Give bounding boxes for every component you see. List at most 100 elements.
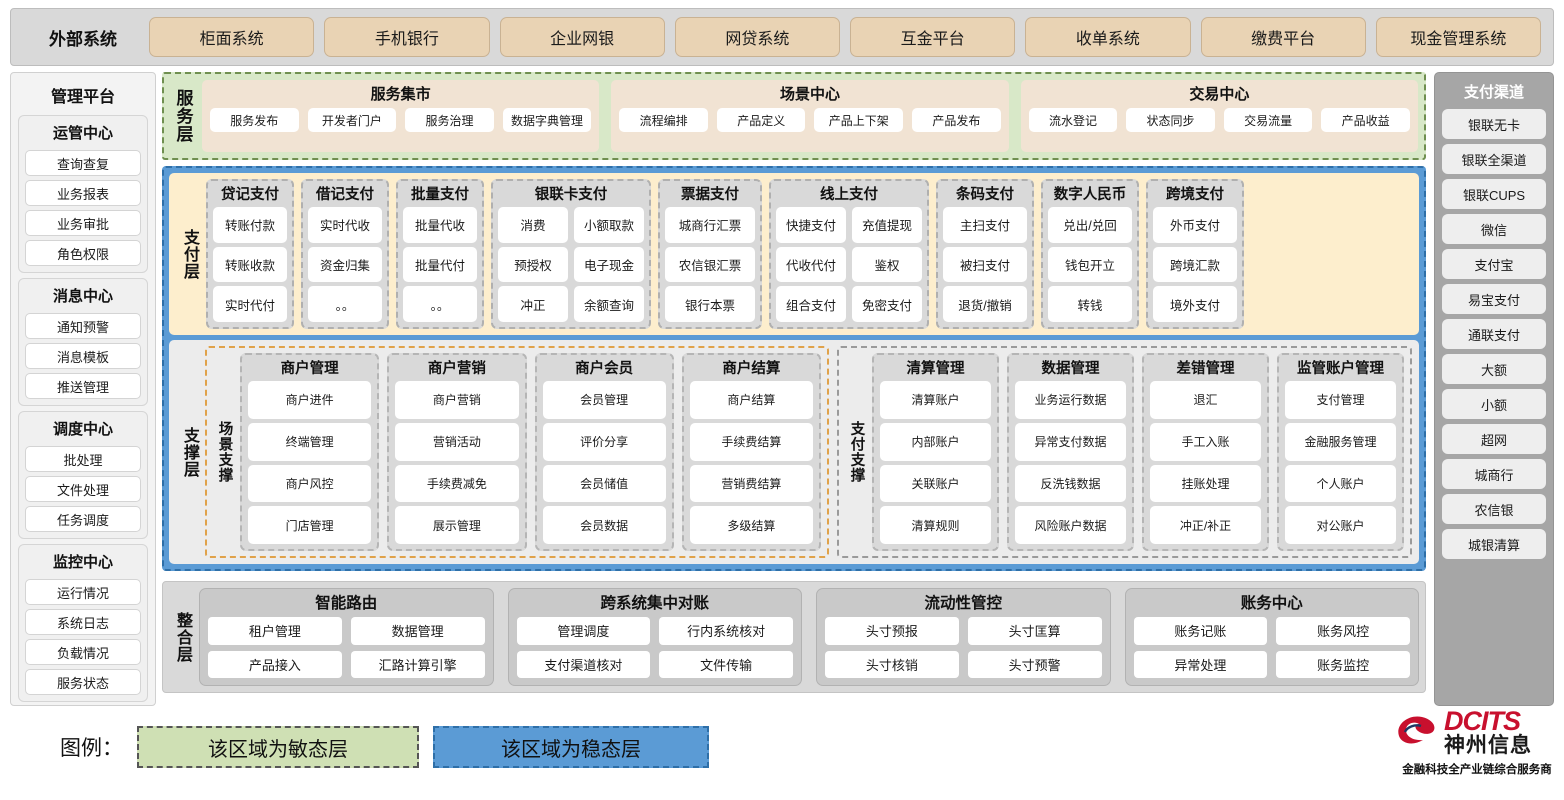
support-feature-chip[interactable]: 退汇 [1150,381,1261,419]
payment-feature-chip[interactable]: 批量代付 [403,246,477,283]
integration-feature-chip[interactable]: 文件传输 [659,650,793,678]
admin-menu-item[interactable]: 角色权限 [25,240,141,266]
support-feature-chip[interactable]: 业务运行数据 [1015,381,1126,419]
payment-feature-chip[interactable]: 转钱 [1048,286,1132,323]
payment-channel-item[interactable]: 银联全渠道 [1442,144,1546,174]
external-system-chip[interactable]: 网贷系统 [674,17,840,57]
external-system-chip[interactable]: 现金管理系统 [1375,17,1541,57]
payment-feature-chip[interactable]: 城商行汇票 [665,207,755,243]
integration-feature-chip[interactable]: 头寸预警 [967,650,1102,678]
service-feature-chip[interactable]: 产品收益 [1321,108,1410,132]
support-feature-chip[interactable]: 手续费结算 [689,422,813,461]
payment-feature-chip[interactable]: 转账付款 [213,207,287,243]
admin-menu-item[interactable]: 消息模板 [25,343,141,369]
integration-feature-chip[interactable]: 支付渠道核对 [516,650,651,678]
admin-menu-item[interactable]: 批处理 [25,446,141,472]
payment-feature-chip[interactable]: 冲正 [498,286,568,323]
admin-menu-item[interactable]: 业务审批 [25,210,141,236]
payment-feature-chip[interactable]: 。。 [403,286,477,323]
payment-feature-chip[interactable]: 实时代收 [308,207,382,243]
admin-menu-item[interactable]: 负载情况 [25,639,141,665]
support-feature-chip[interactable]: 多级结算 [689,506,813,544]
payment-feature-chip[interactable]: 小额取款 [574,207,644,243]
support-feature-chip[interactable]: 对公账户 [1285,506,1396,544]
support-feature-chip[interactable]: 评价分享 [542,422,666,461]
payment-channel-item[interactable]: 大额 [1442,354,1546,384]
payment-feature-chip[interactable]: 银行本票 [665,286,755,323]
support-feature-chip[interactable]: 商户结算 [689,381,813,419]
service-feature-chip[interactable]: 开发者门户 [307,108,397,132]
support-feature-chip[interactable]: 商户进件 [248,381,372,419]
support-feature-chip[interactable]: 异常支付数据 [1015,422,1126,461]
support-feature-chip[interactable]: 手工入账 [1150,422,1261,461]
payment-feature-chip[interactable]: 跨境汇款 [1153,246,1237,283]
service-feature-chip[interactable]: 流程编排 [619,108,708,132]
payment-feature-chip[interactable]: 。。 [308,286,382,323]
support-feature-chip[interactable]: 关联账户 [880,464,991,503]
payment-feature-chip[interactable]: 鉴权 [852,246,922,283]
service-feature-chip[interactable]: 状态同步 [1126,108,1215,132]
external-system-chip[interactable]: 柜面系统 [149,17,315,57]
external-system-chip[interactable]: 缴费平台 [1200,17,1366,57]
payment-feature-chip[interactable]: 预授权 [498,246,568,283]
payment-feature-chip[interactable]: 消费 [498,207,568,243]
support-feature-chip[interactable]: 金融服务管理 [1285,422,1396,461]
admin-menu-item[interactable]: 业务报表 [25,180,141,206]
support-feature-chip[interactable]: 个人账户 [1285,464,1396,503]
admin-menu-item[interactable]: 查询查复 [25,150,141,176]
support-feature-chip[interactable]: 营销费结算 [689,464,813,503]
external-system-chip[interactable]: 手机银行 [324,17,490,57]
admin-menu-item[interactable]: 文件处理 [25,476,141,502]
support-feature-chip[interactable]: 挂账处理 [1150,464,1261,503]
support-feature-chip[interactable]: 展示管理 [395,506,519,544]
payment-feature-chip[interactable]: 充值提现 [852,207,922,243]
service-feature-chip[interactable]: 产品上下架 [814,108,904,132]
support-feature-chip[interactable]: 风险账户数据 [1015,506,1126,544]
external-system-chip[interactable]: 互金平台 [850,17,1016,57]
payment-feature-chip[interactable]: 钱包开立 [1048,246,1132,283]
support-feature-chip[interactable]: 会员储值 [542,464,666,503]
support-feature-chip[interactable]: 清算规则 [880,506,991,544]
payment-channel-item[interactable]: 小额 [1442,389,1546,419]
integration-feature-chip[interactable]: 数据管理 [350,617,485,645]
support-feature-chip[interactable]: 营销活动 [395,422,519,461]
integration-feature-chip[interactable]: 账务监控 [1276,650,1410,678]
payment-feature-chip[interactable]: 余额查询 [574,286,644,323]
payment-feature-chip[interactable]: 主扫支付 [943,207,1027,243]
admin-menu-item[interactable]: 通知预警 [25,313,141,339]
integration-feature-chip[interactable]: 产品接入 [208,650,342,678]
service-feature-chip[interactable]: 服务治理 [405,108,494,132]
service-feature-chip[interactable]: 服务发布 [210,108,299,132]
payment-feature-chip[interactable]: 组合支付 [776,286,846,323]
payment-channel-item[interactable]: 城银清算 [1442,529,1546,559]
integration-feature-chip[interactable]: 头寸核销 [825,650,959,678]
payment-feature-chip[interactable]: 被扫支付 [943,246,1027,283]
payment-channel-item[interactable]: 农信银 [1442,494,1546,524]
integration-feature-chip[interactable]: 管理调度 [516,617,651,645]
payment-channel-item[interactable]: 超网 [1442,424,1546,454]
integration-feature-chip[interactable]: 汇路计算引擎 [350,650,485,678]
service-feature-chip[interactable]: 交易流量 [1223,108,1313,132]
payment-channel-item[interactable]: 支付宝 [1442,249,1546,279]
admin-menu-item[interactable]: 服务状态 [25,669,141,695]
payment-channel-item[interactable]: 城商行 [1442,459,1546,489]
support-feature-chip[interactable]: 会员数据 [542,506,666,544]
payment-feature-chip[interactable]: 电子现金 [574,246,644,283]
payment-feature-chip[interactable]: 代收代付 [776,246,846,283]
service-feature-chip[interactable]: 产品发布 [912,108,1001,132]
payment-feature-chip[interactable]: 兑出/兑回 [1048,207,1132,243]
payment-feature-chip[interactable]: 境外支付 [1153,286,1237,323]
payment-channel-item[interactable]: 通联支付 [1442,319,1546,349]
support-feature-chip[interactable]: 会员管理 [542,381,666,419]
support-feature-chip[interactable]: 支付管理 [1285,381,1396,419]
payment-feature-chip[interactable]: 快捷支付 [776,207,846,243]
integration-feature-chip[interactable]: 账务风控 [1276,617,1410,645]
service-feature-chip[interactable]: 流水登记 [1028,108,1118,132]
payment-feature-chip[interactable]: 外币支付 [1153,207,1237,243]
support-feature-chip[interactable]: 内部账户 [880,422,991,461]
payment-channel-item[interactable]: 银联无卡 [1442,109,1546,139]
integration-feature-chip[interactable]: 行内系统核对 [659,617,793,645]
support-feature-chip[interactable]: 反洗钱数据 [1015,464,1126,503]
support-feature-chip[interactable]: 商户营销 [395,381,519,419]
support-feature-chip[interactable]: 门店管理 [248,506,372,544]
